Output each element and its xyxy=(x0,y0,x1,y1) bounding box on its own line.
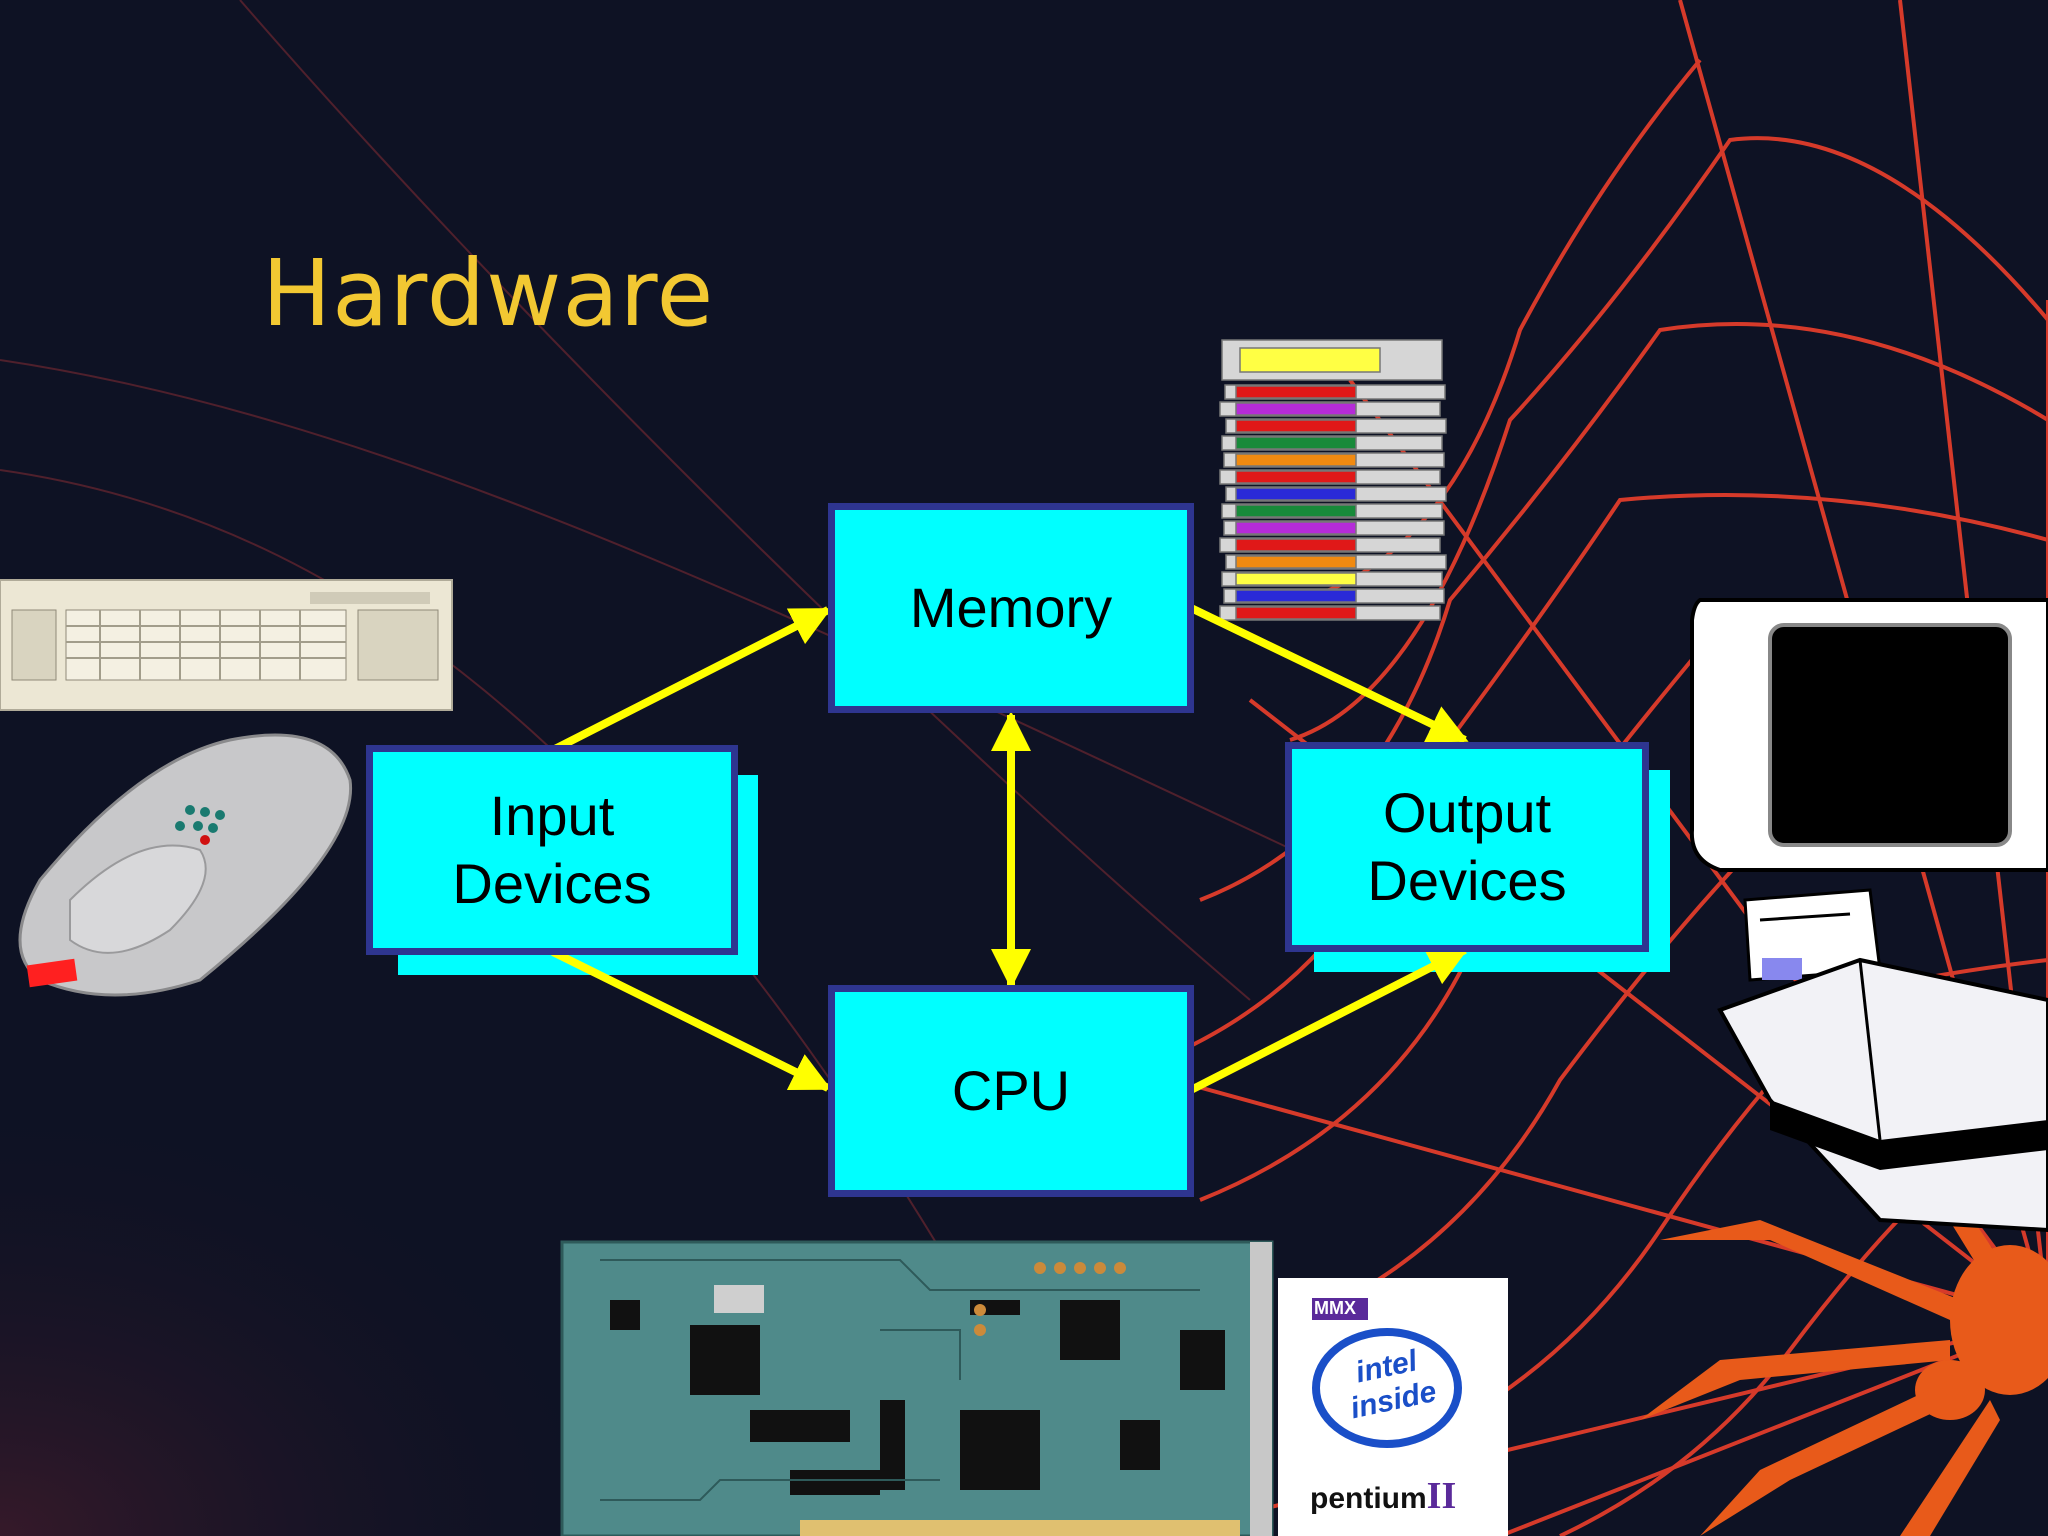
memory-label: Memory xyxy=(909,576,1113,639)
arrow-input-to-memory xyxy=(551,606,832,754)
slide-title: Hardware xyxy=(262,240,715,347)
arrow-memory-to-output xyxy=(1189,604,1469,744)
output-devices-label-line2: Devices xyxy=(1367,849,1567,912)
arrow-input-to-cpu xyxy=(551,948,832,1092)
cpu-box: CPU xyxy=(828,985,1194,1197)
intel-logo-ring xyxy=(1312,1328,1462,1448)
intel-product-name: pentium xyxy=(1310,1482,1427,1515)
input-devices-label-line1: Input xyxy=(489,784,615,847)
arrow-cpu-to-output xyxy=(1189,946,1469,1094)
input-devices-label-line2: Devices xyxy=(452,852,652,915)
cpu-label: CPU xyxy=(951,1059,1071,1122)
output-devices-label-line1: Output xyxy=(1382,781,1552,844)
intel-badge-top: MMX xyxy=(1314,1298,1356,1318)
memory-box: Memory xyxy=(828,503,1194,713)
input-devices-box: Input Devices xyxy=(366,745,738,955)
output-devices-box: Output Devices xyxy=(1285,742,1649,952)
intel-badge: MMX intel inside pentiumII xyxy=(1278,1278,1508,1536)
intel-product-numeral: II xyxy=(1426,1475,1457,1517)
